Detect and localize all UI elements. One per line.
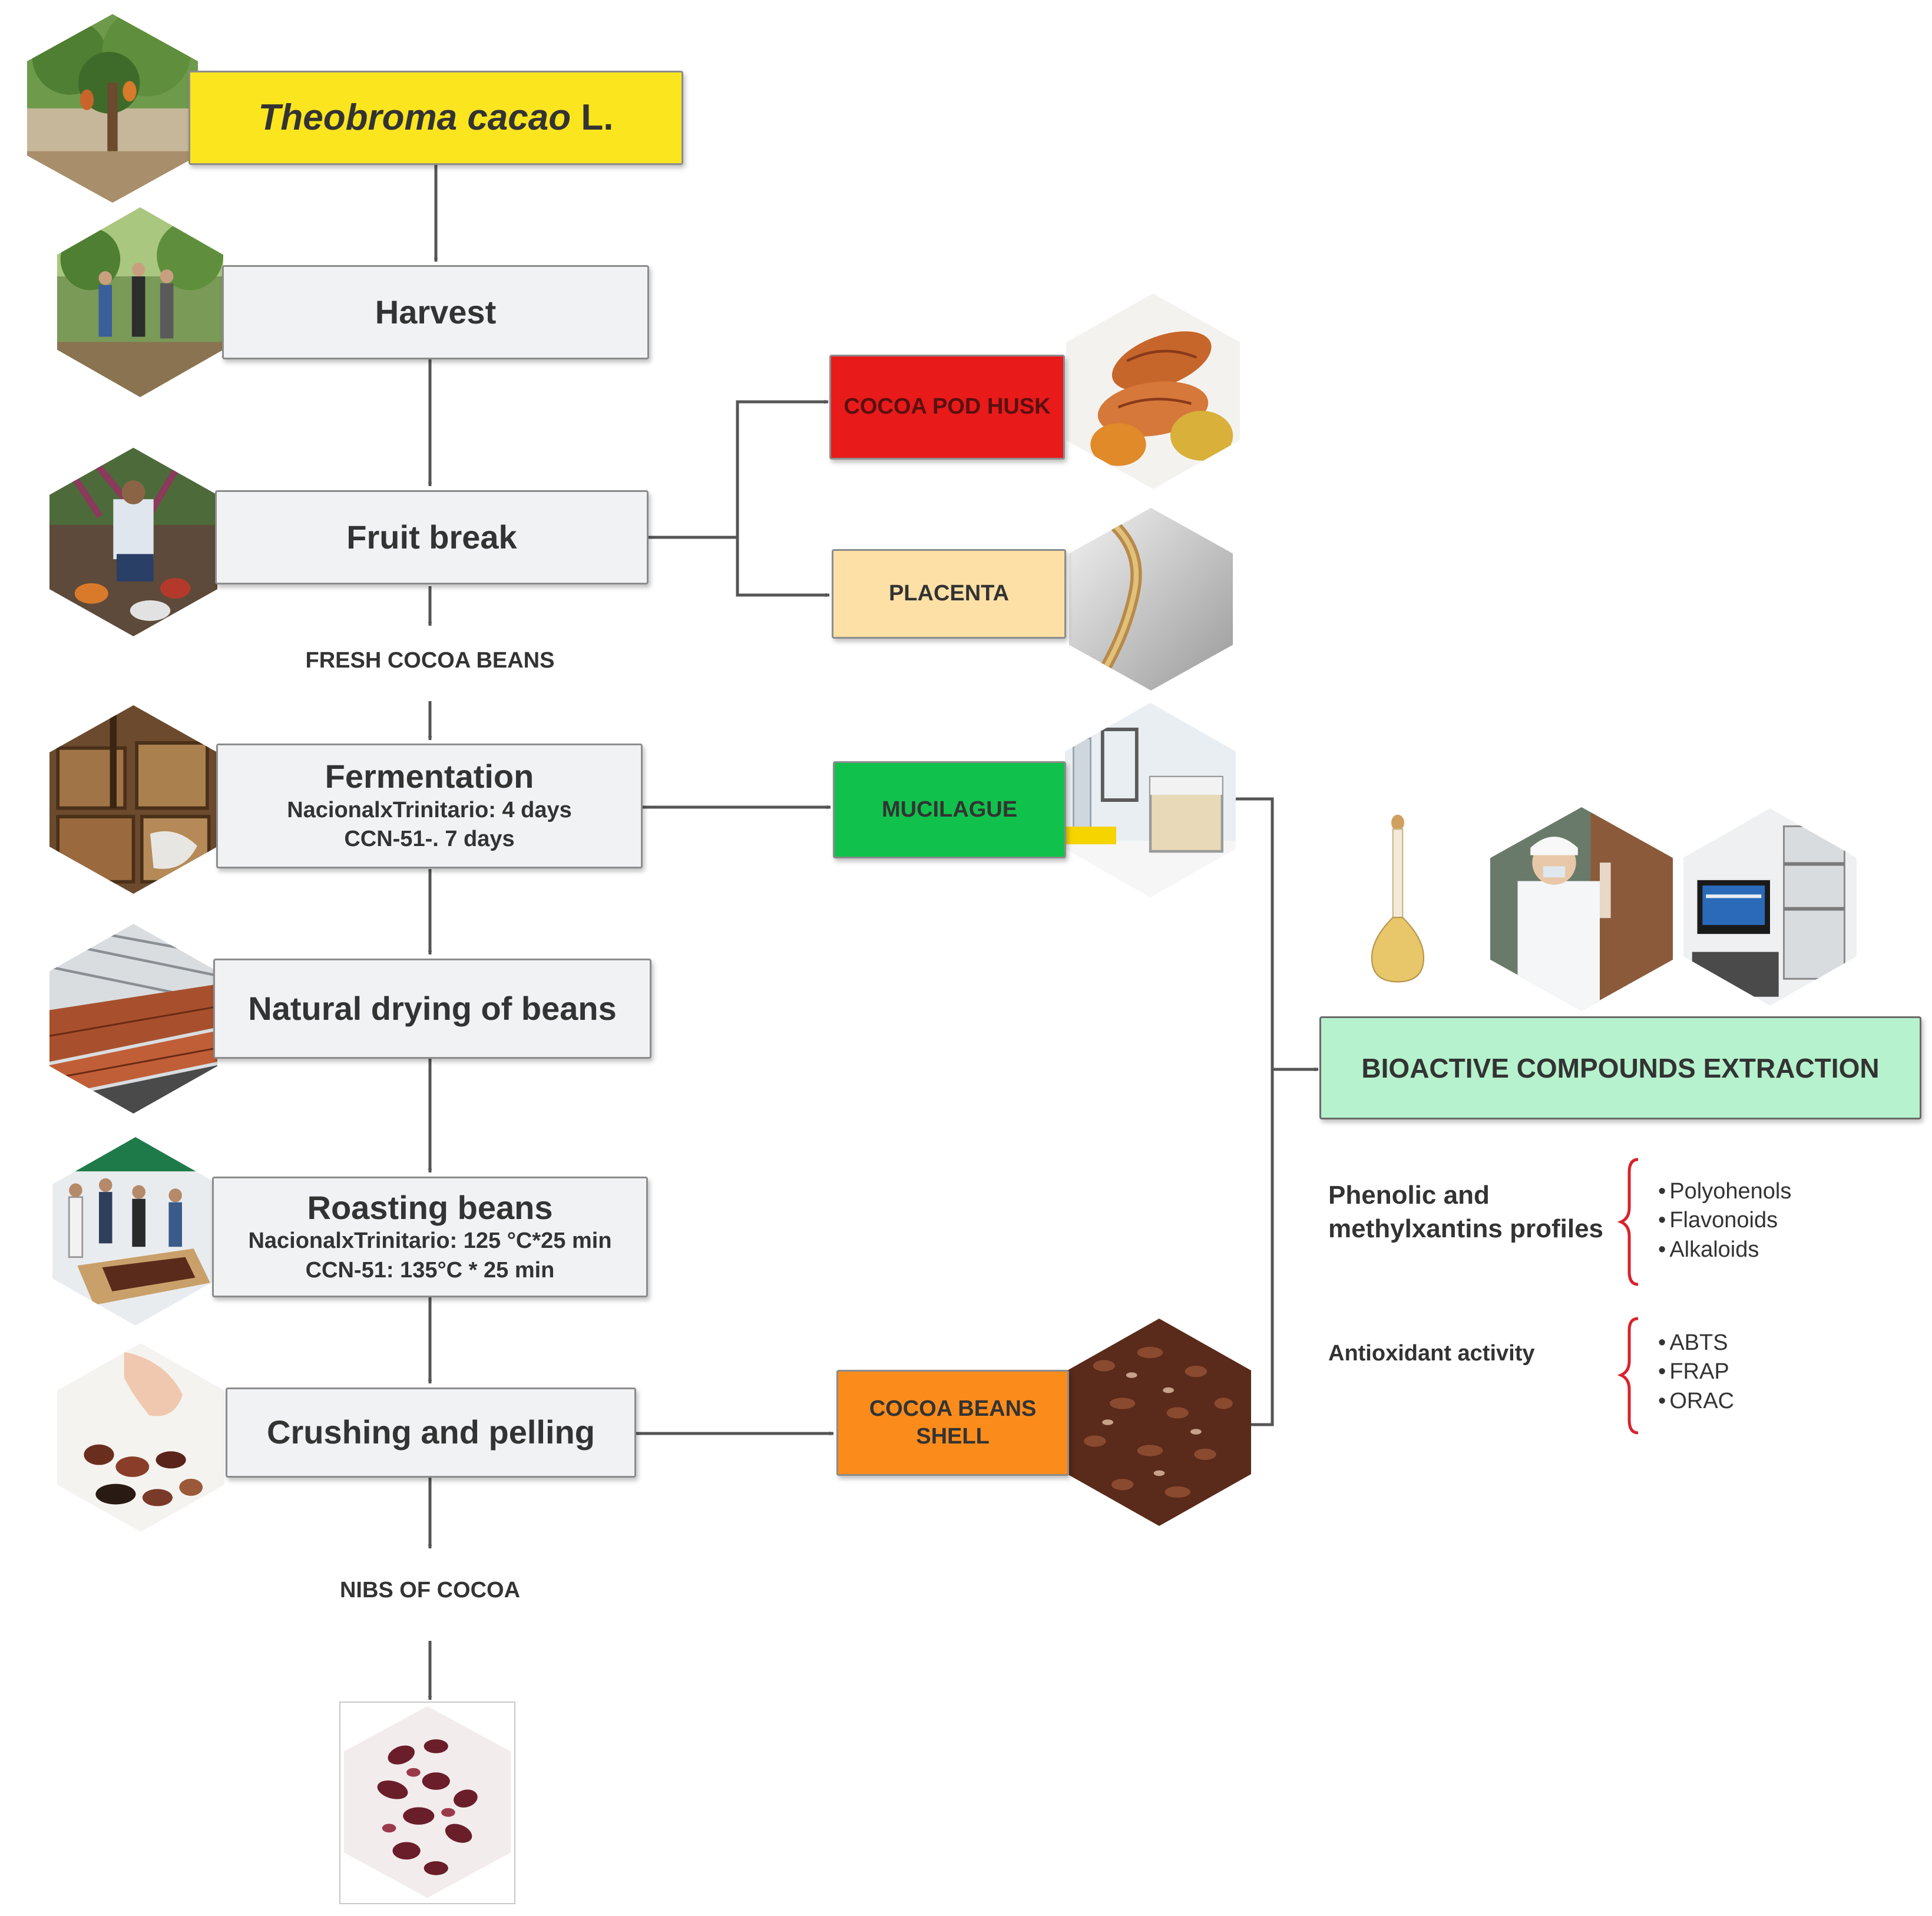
brace-phenolic [1617,1158,1639,1286]
list-item: Flavonoids [1658,1206,1791,1235]
bioactive-extraction-box: BIOACTIVE COMPOUNDS EXTRACTION [1319,1016,1921,1119]
nibs-of-cocoa-label: NIBS OF COCOA [339,1578,521,1603]
species-authority: L. [581,97,614,138]
cocoa-beans-shell-label: COCOA BEANS SHELL [869,1396,1037,1449]
species-name: Theobroma cacao [258,97,571,138]
list-item: ABTS [1658,1329,1734,1357]
cocoa-beans-shell-box: COCOA BEANS SHELL [836,1370,1069,1476]
phenolic-profile-label: Phenolic and methylxantins profiles [1328,1181,1604,1244]
flask-photo [1365,813,1430,990]
arrow-fruit-break-to-husk [649,399,829,539]
phenolic-list: Polyohenols Flavonoids Alkaloids [1658,1177,1791,1264]
drying-box: Natural drying of beans [213,959,651,1059]
species-title-box: Theobroma cacao L. [188,71,683,165]
fermentation-detail: NacionalxTrinitario: 4 days [287,797,572,822]
roasting-box: Roasting beans NacionalxTrinitario: 125 … [212,1177,648,1297]
mucilage-box: MUCILAGUE [833,761,1066,858]
mucilage-label: MUCILAGUE [881,797,1018,822]
antioxidant-activity-label: Antioxidant activity [1328,1341,1535,1366]
line-mucilage-to-collector [1234,797,1274,1069]
fruit-break-box: Fruit break [215,490,649,584]
fermentation-label: Fermentation [325,758,534,795]
fresh-cocoa-beans-label: FRESH COCOA BEANS [305,648,555,673]
list-item: ORAC [1658,1387,1734,1416]
cocoa-shell-photo [1067,1319,1251,1526]
cocoa-nibs-photo [339,1702,515,1904]
fermentation-photo [49,705,217,894]
fermentation-detail: CCN-51-. 7 days [344,827,515,852]
harvest-box: Harvest [222,265,649,359]
list-item: FRAP [1658,1357,1734,1386]
fermentation-box: Fermentation NacionalxTrinitario: 4 days… [216,744,643,868]
cocoa-pod-husk-label: COCOA POD HUSK [843,394,1051,419]
roasting-detail: CCN-51: 135°C * 25 min [305,1257,555,1283]
lab-researcher-photo [1490,807,1673,1010]
roasting-detail: NacionalxTrinitario: 125 °C*25 min [248,1228,612,1254]
cocoa-pod-husk-box: COCOA POD HUSK [829,355,1065,460]
harvest-label: Harvest [375,293,497,331]
crushing-box: Crushing and pelling [226,1388,636,1478]
placenta-box: PLACENTA [832,549,1066,639]
roasting-label: Roasting beans [307,1188,553,1226]
arrow-fruit-break-to-placenta [736,537,830,597]
drying-label: Natural drying of beans [248,989,617,1027]
antioxidant-list: ABTS FRAP ORAC [1658,1329,1734,1416]
list-item: Polyohenols [1658,1177,1791,1206]
placenta-label: PLACENTA [888,581,1010,606]
brace-antioxidant [1617,1317,1639,1435]
list-item: Alkaloids [1658,1236,1791,1264]
fruit-break-label: Fruit break [346,518,517,556]
crushing-label: Crushing and pelling [267,1413,595,1451]
bioactive-extraction-label: BIOACTIVE COMPOUNDS EXTRACTION [1361,1052,1880,1083]
line-shell-to-collector [1249,1069,1274,1426]
